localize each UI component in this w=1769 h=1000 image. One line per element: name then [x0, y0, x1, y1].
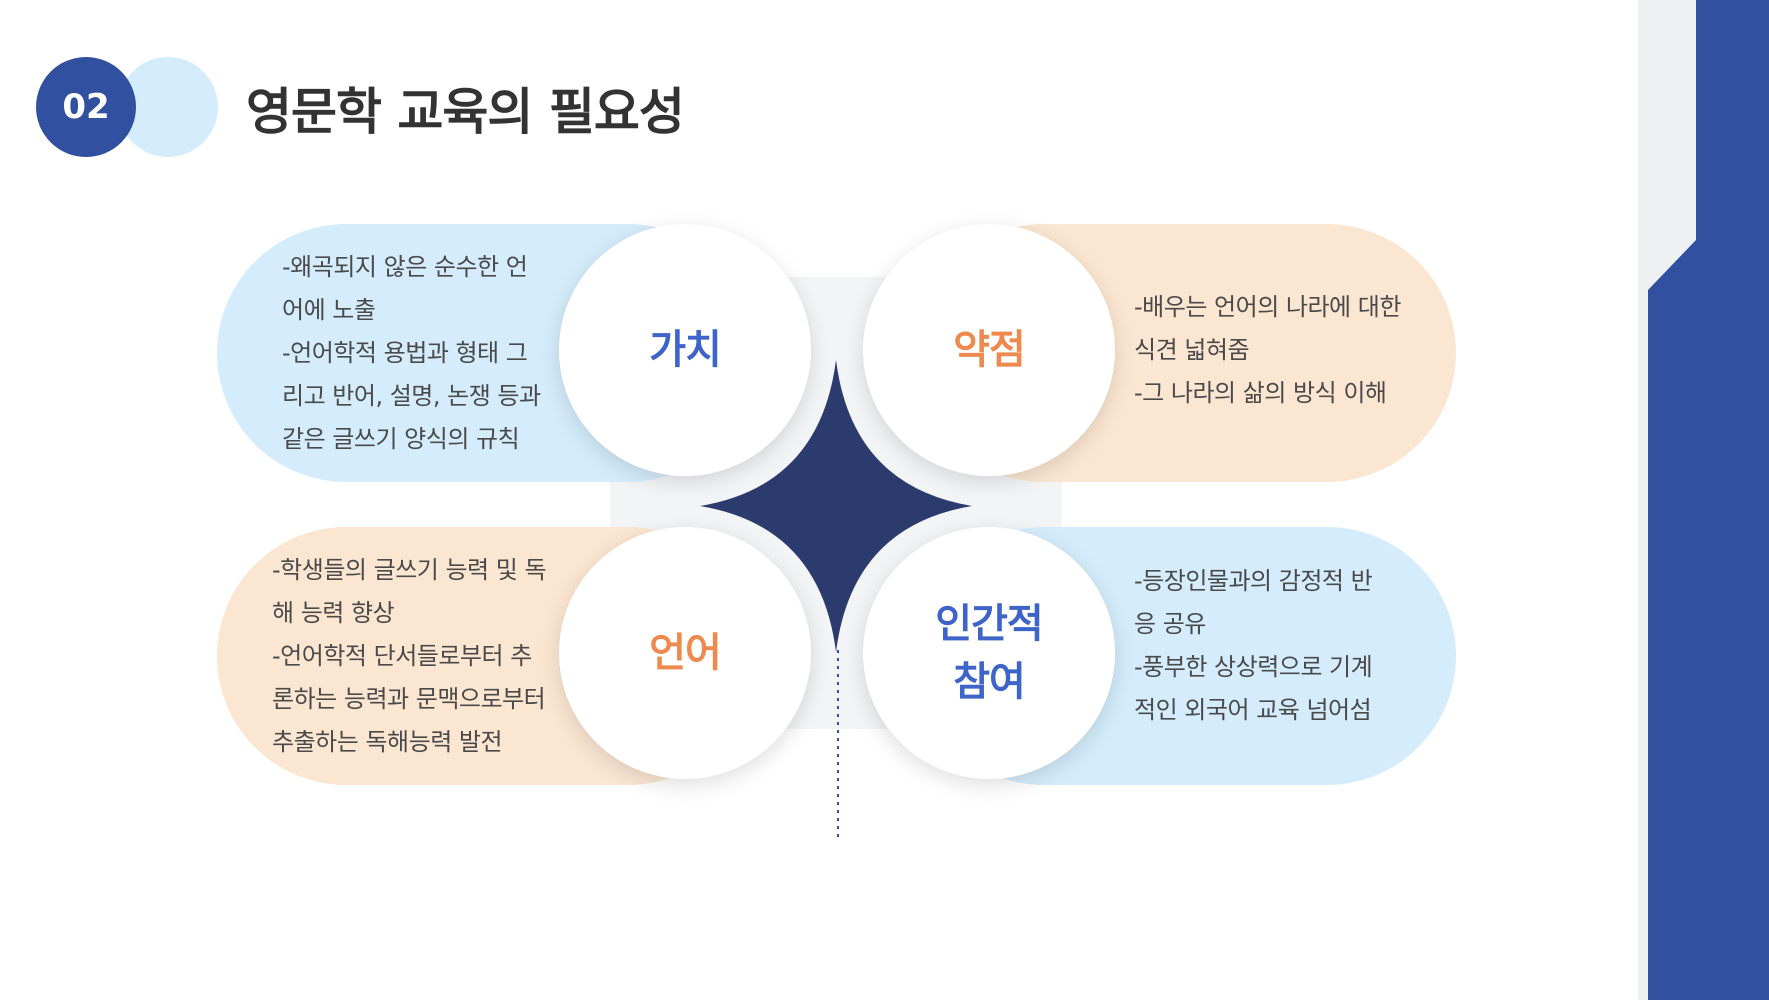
bottom-left-line: -학생들의 글쓰기 능력 및 독	[272, 556, 547, 584]
bottom-right-line: -풍부한 상상력으로 기계	[1134, 653, 1373, 681]
page-title: 영문학 교육의 필요성	[246, 83, 685, 141]
circle-bottom-right: 인간적 참여	[863, 527, 1115, 779]
center-star-shape	[700, 360, 972, 652]
label-value: 가치	[649, 327, 722, 373]
top-left-line: -왜곡되지 않은 순수한 언	[282, 253, 528, 281]
circle-top-right: 약점	[863, 224, 1115, 476]
center-dotted-line	[837, 650, 839, 840]
bottom-right-line: -등장인물과의 감정적 반	[1134, 567, 1373, 595]
section-number-badge: 02	[36, 57, 136, 157]
bottom-left-line: 해 능력 향상	[272, 599, 395, 627]
top-left-line: -언어학적 용법과 형태 그	[282, 339, 528, 367]
top-right-line: -그 나라의 삶의 방식 이해	[1134, 379, 1387, 407]
bottom-right-line: 적인 외국어 교육 넘어섬	[1134, 696, 1372, 724]
top-right-line: -배우는 언어의 나라에 대한	[1134, 293, 1401, 321]
top-left-line: 리고 반어, 설명, 논쟁 등과	[282, 382, 541, 410]
top-left-line: 같은 글쓰기 양식의 규칙	[282, 425, 520, 453]
top-left-text: -왜곡되지 않은 순수한 언 어에 노출 -언어학적 용법과 형태 그 리고 반…	[282, 246, 541, 461]
bottom-right-line: 응 공유	[1134, 610, 1206, 638]
top-right-line: 식견 넓혀줌	[1134, 336, 1250, 364]
bottom-right-text: -등장인물과의 감정적 반 응 공유 -풍부한 상상력으로 기계 적인 외국어 …	[1134, 560, 1373, 732]
right-decor-band	[1638, 0, 1769, 1000]
bottom-left-line: 론하는 능력과 문맥으로부터	[272, 685, 546, 713]
label-language: 언어	[649, 630, 722, 676]
bottom-left-line: -언어학적 단서들로부터 추	[272, 642, 532, 670]
label-human-participation: 인간적 참여	[935, 601, 1043, 705]
bottom-left-text: -학생들의 글쓰기 능력 및 독 해 능력 향상 -언어학적 단서들로부터 추 …	[272, 549, 547, 764]
top-left-line: 어에 노출	[282, 296, 376, 324]
circle-bottom-left: 언어	[559, 527, 811, 779]
section-number: 02	[62, 87, 110, 127]
top-right-text: -배우는 언어의 나라에 대한 식견 넓혀줌 -그 나라의 삶의 방식 이해	[1134, 286, 1401, 415]
bottom-left-line: 추출하는 독해능력 발전	[272, 728, 503, 756]
right-decor-shape	[1648, 0, 1769, 1000]
label-weakness: 약점	[953, 327, 1026, 373]
circle-top-left: 가치	[559, 224, 811, 476]
